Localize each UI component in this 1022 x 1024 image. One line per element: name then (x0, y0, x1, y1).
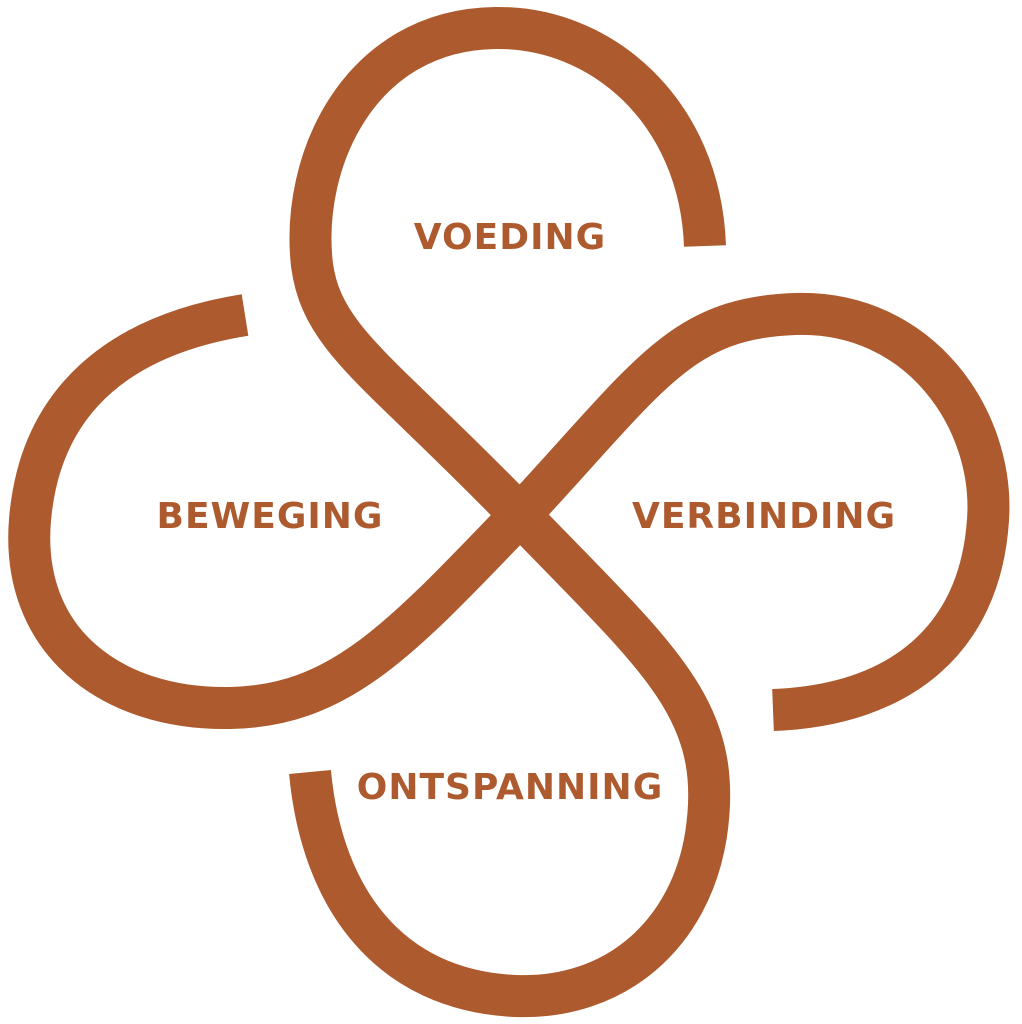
knot-stroke-bottom (289, 500, 731, 1018)
knot-stroke-top (289, 6, 726, 530)
label-ontspanning: ONTSPANNING (356, 767, 664, 808)
label-voeding: VOEDING (413, 217, 607, 258)
label-beweging: BEWEGING (156, 496, 384, 537)
knot-stroke-right (504, 292, 1010, 731)
knot-stroke-left (8, 294, 536, 730)
label-verbinding: VERBINDING (631, 496, 897, 537)
